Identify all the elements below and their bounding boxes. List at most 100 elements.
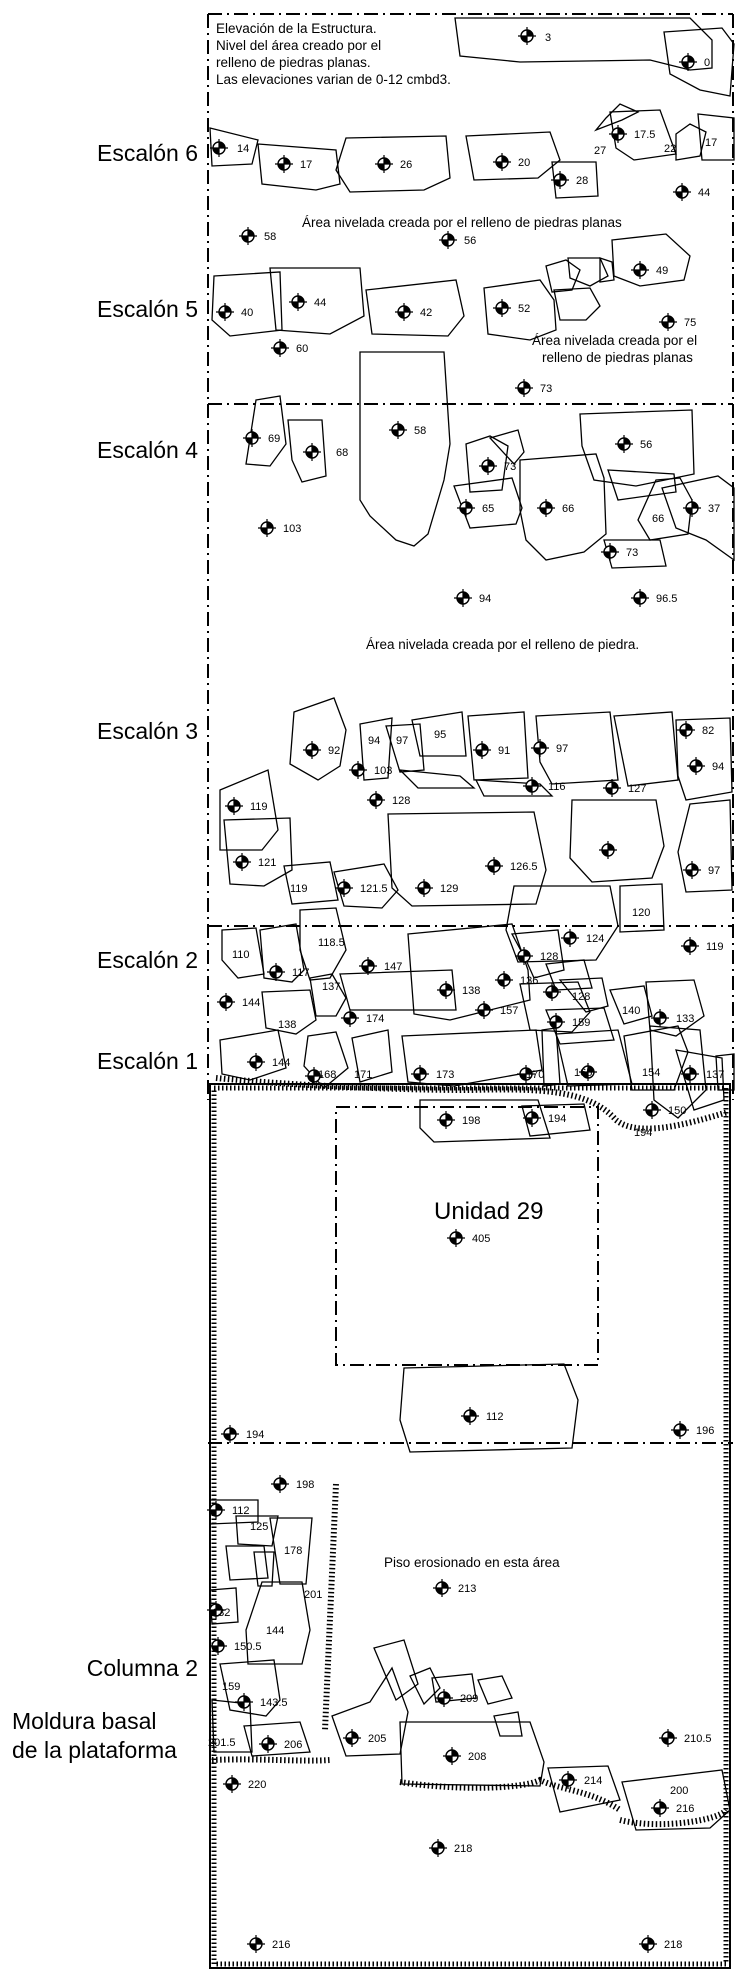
column2-label: Columna 2 [86,1655,198,1681]
elev-label: 60 [296,343,308,355]
elev-label: 52 [518,303,530,315]
elev-label: 92 [328,745,340,757]
elev-label: 144 [242,997,260,1009]
structure-note-line2: Nivel del área creado por el [216,38,382,53]
elev-label: 143.5 [260,1697,288,1709]
elev-label: 144 [266,1625,284,1637]
step4-label: Escalón 4 [96,437,198,463]
elev-label: 37 [708,503,720,515]
leveled-area-note-fill: Área nivelada creada por el relleno de p… [366,637,640,652]
elev-label: 220 [248,1779,266,1791]
elev-label: 20 [518,157,530,169]
elev-label: 97 [708,865,720,877]
elev-label: 116 [548,781,566,793]
elevation-labels: 3 0 14 17 26 20 28 27 17.5 22 17 44 58 5… [208,32,724,1951]
elev-label: 97 [396,735,408,747]
elev-label: 194 [634,1127,652,1139]
molding-label-line1: Moldura basal [12,1708,157,1734]
elev-label: 120 [632,907,650,919]
elev-label: 140 [622,1005,640,1017]
elev-label: 49 [656,265,668,277]
elev-label: 168 [318,1069,336,1081]
elev-label: 22 [664,143,676,155]
elev-label: 214 [584,1775,602,1787]
elev-label: 209 [460,1693,478,1705]
elev-label: 118.5 [318,937,345,949]
elev-label: 159 [222,1681,240,1693]
elev-label: 17 [300,159,312,171]
elev-label: 218 [664,1939,682,1951]
plaza-boundary [209,1083,731,1969]
elev-label: 198 [462,1115,480,1127]
elev-label: 91 [498,745,510,757]
step1-hatched-edge [215,1075,729,1132]
elev-label: 196 [696,1425,714,1437]
elev-label: 405 [472,1233,490,1245]
elev-label: 103 [283,523,301,535]
elev-label: 194 [548,1113,566,1125]
elev-label: 94 [368,735,380,747]
elev-label: 66 [652,513,664,525]
platform-molding-hatched [211,1756,729,1828]
elev-label: 82 [702,725,714,737]
elev-label: 69 [268,433,280,445]
step2-label: Escalón 2 [96,947,198,973]
elev-label: 119 [250,801,268,813]
elev-label: 40 [241,307,253,319]
elev-label: 150 [668,1105,686,1117]
elev-label: 132 [212,1607,230,1619]
step6-label: Escalón 6 [96,140,198,166]
unit-29-label: Unidad 29 [434,1198,544,1225]
elev-label: 56 [640,439,652,451]
elev-label: 112 [486,1411,504,1423]
step5-label: Escalón 5 [96,296,198,322]
elev-label: 128 [572,991,590,1003]
elev-label: 133 [676,1013,694,1025]
elev-label: 216 [272,1939,290,1951]
elev-label: 73 [626,547,638,559]
elev-label: 121 [258,857,276,869]
elev-label: 0 [704,57,710,69]
eroded-floor-note: Piso erosionado en esta área [384,1555,560,1570]
leveled-area-note-right-1: Área nivelada creada por el [532,333,698,348]
elev-label: 200 [670,1785,688,1797]
elev-label: 119 [706,941,724,953]
elev-label: 170 [526,1069,544,1081]
elev-label: 174 [366,1013,384,1025]
leveled-area-note-right-2: relleno de piedras planas [542,350,693,365]
structure-note-line1: Elevación de la Estructura. [216,21,377,36]
unit-29-boundary [335,1106,599,1366]
step1-label: Escalón 1 [96,1048,198,1074]
elev-label: 206 [284,1739,302,1751]
elev-label: 144 [272,1057,290,1069]
stones [209,17,735,1831]
elev-label: 110 [232,949,250,961]
elev-label: 147 [384,961,402,973]
elev-label: 44 [698,187,710,199]
elev-label: 26 [400,159,412,171]
elev-label: 17 [705,137,717,149]
elev-label: 94 [712,761,724,773]
elev-label: 14 [237,143,249,155]
elev-label: 56 [464,235,476,247]
elev-label: 17.5 [634,129,655,141]
elev-label: 44 [314,297,326,309]
elev-label: 208 [468,1751,486,1763]
elev-label: 210.5 [684,1733,712,1745]
elev-label: 205 [368,1733,386,1745]
elev-label: 28 [576,175,588,187]
elev-label: 194 [246,1429,264,1441]
elev-label: 96.5 [656,593,677,605]
elev-label: 159 [572,1017,590,1029]
elev-label: 137 [706,1069,724,1081]
elev-label: 171 [354,1069,372,1081]
elev-label: 154 [642,1067,660,1079]
elev-label: 124 [586,933,604,945]
elev-label: 125 [250,1521,268,1533]
elev-label: 97 [556,743,568,755]
elev-label: 58 [414,425,426,437]
elev-label: 117 [292,967,310,979]
elev-label: 119 [290,883,308,895]
elev-label: 66 [562,503,574,515]
